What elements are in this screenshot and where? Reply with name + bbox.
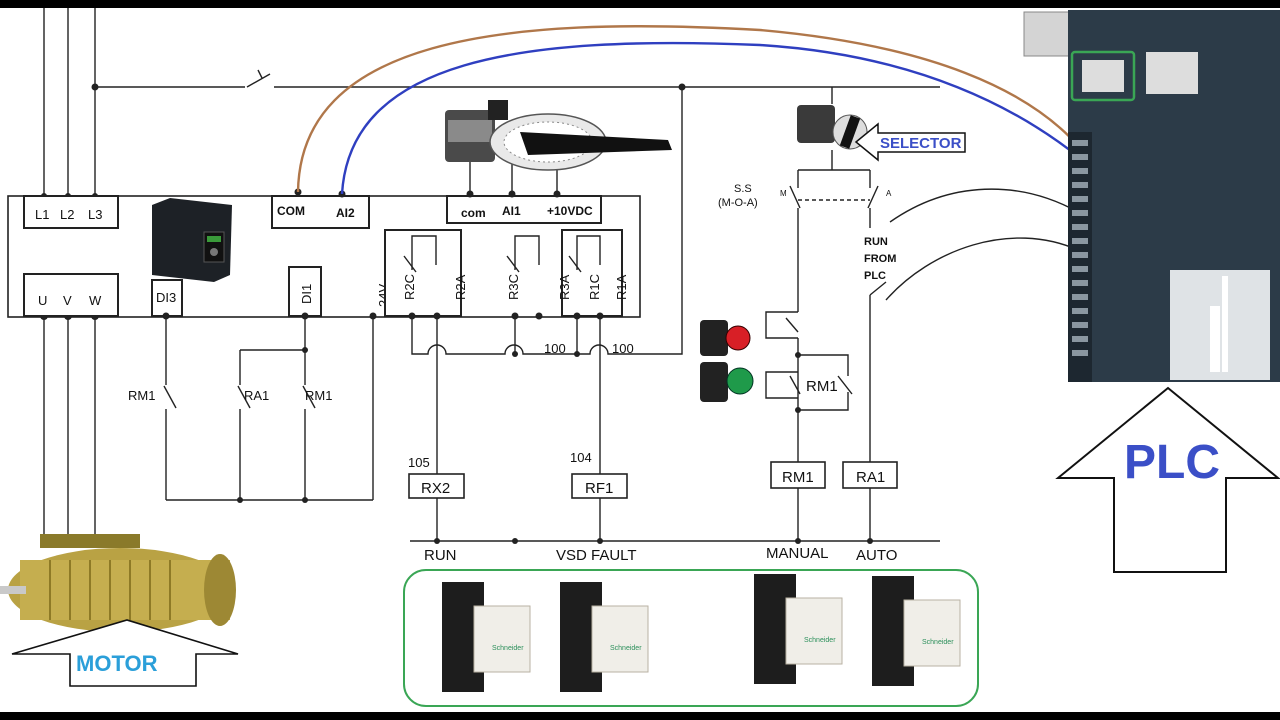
motor-callout-arrow bbox=[11, 619, 239, 687]
relay-socket-3: Schneider bbox=[754, 574, 843, 684]
relay-r2-box bbox=[384, 229, 462, 317]
selector-circuit: SELECTOR S.S (M-O-A) M A RM1 RM1 RUN FRO… bbox=[718, 87, 1079, 541]
relay-sockets: Schneider Schneider Schneider Schneider bbox=[403, 569, 979, 707]
terminal-di3-box bbox=[151, 279, 183, 317]
terminal-r1c: R1C bbox=[587, 274, 602, 300]
wire-number-104: 104 bbox=[570, 450, 592, 465]
terminal-ai1: AI1 bbox=[502, 204, 521, 218]
coil-ra1: RA1 bbox=[856, 469, 885, 486]
terminal-r3c: R3C bbox=[506, 274, 521, 300]
terminal-v: V bbox=[63, 293, 72, 308]
run-from-plc-line2: FROM bbox=[864, 253, 896, 265]
relay-socket-1: Schneider bbox=[442, 582, 531, 692]
bus-label-run: RUN bbox=[424, 547, 457, 564]
coil-ra1-box bbox=[842, 461, 898, 489]
terminal-l1: L1 bbox=[35, 207, 49, 222]
terminal-di3: DI3 bbox=[156, 290, 176, 305]
bus-label-manual: MANUAL bbox=[766, 545, 829, 562]
coil-rf1-box bbox=[571, 473, 628, 499]
blue-signal-wire bbox=[340, 41, 1081, 195]
contact-rm1-seal: RM1 bbox=[806, 378, 838, 395]
coil-rx2: RX2 bbox=[421, 480, 450, 497]
terminal-pot-com: com bbox=[461, 206, 486, 220]
run-from-plc-line1: RUN bbox=[864, 236, 888, 248]
coil-rm1: RM1 bbox=[782, 469, 814, 486]
vsd-block: L1 L2 L3 U V W COM AI2 com AI1 +10VDC DI… bbox=[7, 188, 641, 320]
brown-signal-wire bbox=[296, 25, 1081, 193]
selector-modes: (M-O-A) bbox=[718, 197, 758, 209]
contact-rm1-drive-2: RM1 bbox=[305, 388, 332, 403]
relay-output-wiring: 100 100 105 RX2 104 RF1 bbox=[408, 87, 683, 541]
terminal-ai2: AI2 bbox=[336, 206, 355, 220]
vsd-input-contacts: RM1 RA1 RM1 bbox=[128, 316, 374, 503]
terminal-r2a: R2A bbox=[453, 274, 468, 300]
svg-text:Schneider: Schneider bbox=[492, 645, 524, 652]
contact-ra1-drive: RA1 bbox=[244, 388, 269, 403]
push-buttons bbox=[700, 320, 754, 402]
coil-rx2-box bbox=[408, 473, 465, 499]
terminal-di1: DI1 bbox=[299, 284, 314, 304]
motor-callout-label: MOTOR bbox=[76, 651, 158, 676]
selector-callout-arrow bbox=[854, 122, 966, 162]
wire-number-105: 105 bbox=[408, 455, 430, 470]
motor-icon: MOTOR bbox=[0, 534, 239, 687]
selector-pos-auto: A bbox=[886, 189, 892, 198]
vsd-drive-icon bbox=[152, 198, 232, 282]
relay-socket-4: Schneider bbox=[872, 576, 961, 686]
selector-callout-label: SELECTOR bbox=[880, 135, 962, 152]
pot-terminal-block bbox=[446, 195, 602, 224]
bus-label-auto: AUTO bbox=[856, 547, 897, 564]
contact-rm1-drive: RM1 bbox=[128, 388, 155, 403]
motor-terminal-block bbox=[23, 273, 119, 317]
terminal-r2c: R2C bbox=[402, 274, 417, 300]
wire-number-100-b: 100 bbox=[612, 341, 634, 356]
coil-rf1: RF1 bbox=[585, 480, 613, 497]
terminal-r1a: R1A bbox=[614, 274, 629, 300]
supply-terminal-block bbox=[23, 195, 119, 229]
terminal-w: W bbox=[89, 293, 102, 308]
terminal-u: U bbox=[38, 293, 47, 308]
analog-terminal-block bbox=[271, 195, 370, 229]
svg-text:Schneider: Schneider bbox=[610, 645, 642, 652]
selector-ss-label: S.S bbox=[734, 183, 752, 195]
relay-r1-box bbox=[561, 229, 623, 317]
svg-text:Schneider: Schneider bbox=[922, 639, 954, 646]
power-lines bbox=[40, 8, 940, 545]
wire-number-100-a: 100 bbox=[544, 341, 566, 356]
terminal-r3a: R3A bbox=[557, 274, 572, 300]
terminal-l3: L3 bbox=[88, 207, 102, 222]
plc-callout-arrow bbox=[1055, 386, 1280, 573]
bottom-bar bbox=[0, 712, 1280, 720]
relay-socket-2: Schneider bbox=[560, 582, 649, 692]
stop-button-icon bbox=[725, 325, 751, 351]
neutral-bus: RUN VSD FAULT MANUAL AUTO bbox=[410, 538, 940, 564]
terminal-com: COM bbox=[277, 204, 305, 218]
coil-rm1-box bbox=[770, 461, 826, 489]
potentiometer bbox=[445, 100, 672, 194]
svg-text:Schneider: Schneider bbox=[804, 637, 836, 644]
plc-module: PLC bbox=[1023, 10, 1280, 573]
run-from-plc-line3: PLC bbox=[864, 270, 886, 282]
bus-label-vsd-fault: VSD FAULT bbox=[556, 547, 637, 564]
terminal-10vdc: +10VDC bbox=[547, 204, 593, 218]
relay-group-frame bbox=[403, 569, 979, 707]
top-bar bbox=[0, 0, 1280, 8]
plc-callout-label: PLC bbox=[1124, 436, 1220, 489]
selector-pos-manual: M bbox=[780, 189, 787, 198]
terminal-l2: L2 bbox=[60, 207, 74, 222]
start-button-icon bbox=[726, 367, 754, 395]
